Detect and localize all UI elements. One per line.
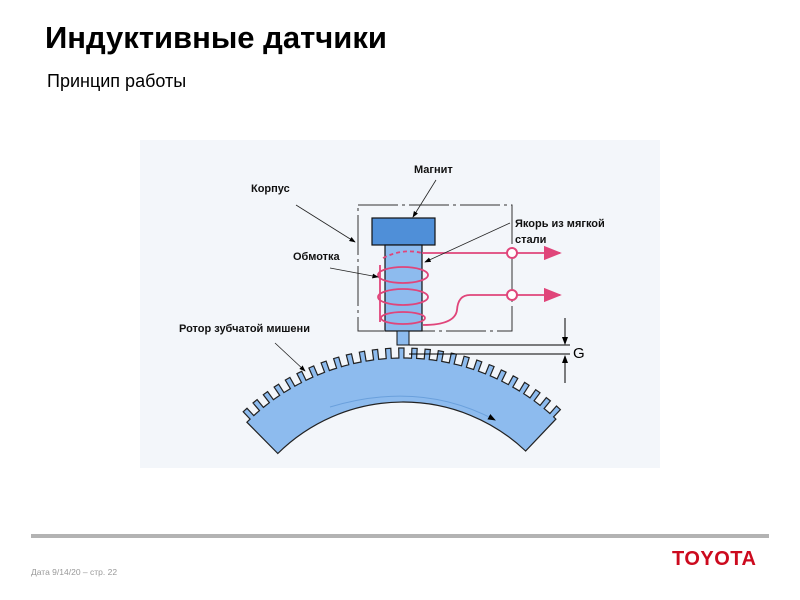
label-armature-1: Якорь из мягкой bbox=[515, 218, 605, 230]
slide-subtitle: Принцип работы bbox=[47, 71, 187, 91]
label-coil: Обмотка bbox=[293, 251, 341, 263]
housing bbox=[357, 204, 513, 332]
toothed-rotor bbox=[242, 347, 562, 455]
gap-label: G bbox=[573, 345, 585, 362]
pole-tip bbox=[396, 330, 410, 346]
terminal-2 bbox=[506, 289, 518, 301]
soft-iron-core bbox=[384, 244, 423, 332]
air-gap-indicator bbox=[409, 318, 570, 383]
toyota-logo: TOYOTA bbox=[672, 548, 757, 570]
label-housing: Корпус bbox=[251, 183, 290, 195]
rotation-arrow bbox=[329, 395, 496, 421]
magnet bbox=[371, 217, 436, 246]
coil-winding bbox=[377, 245, 562, 326]
label-armature-2: стали bbox=[515, 234, 546, 246]
label-rotor: Ротор зубчатой мишени bbox=[179, 323, 310, 335]
label-magnet: Магнит bbox=[414, 164, 453, 176]
footer-divider bbox=[31, 534, 769, 538]
slide-title: Индуктивные датчики bbox=[45, 20, 387, 55]
footer-date-page: Дата 9/14/20 – стр. 22 bbox=[31, 567, 118, 577]
terminal-1 bbox=[506, 247, 518, 259]
